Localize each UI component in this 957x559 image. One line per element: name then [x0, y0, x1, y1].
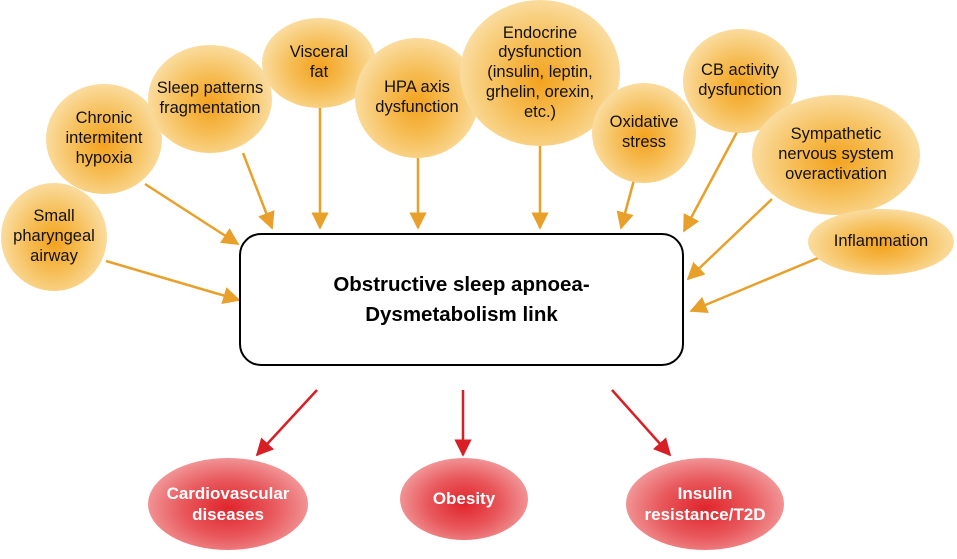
outcome-obesity: Obesity: [400, 458, 528, 540]
factor-inflammation: Inflammation: [808, 209, 954, 275]
factor-endocrine-dysfunction: Endocrine dysfunction (insulin, leptin, …: [460, 0, 620, 146]
outcome-label: Obesity: [432, 489, 496, 509]
arrow-cb-activity-dysfunction: [682, 131, 739, 233]
arrow-sleep-patterns-fragmentation: [241, 152, 275, 230]
factor-label: Oxidative stress: [609, 113, 679, 151]
factor-label: Sympathetic nervous system overactivatio…: [778, 125, 894, 183]
factor-label: CB activity dysfunction: [698, 61, 782, 99]
factor-oxidative-stress: Oxidative stress: [592, 83, 696, 183]
factor-small-pharyngeal-airway: Small pharyngeal airway: [1, 183, 107, 291]
central-concept-box: Obstructive sleep apnoea- Dysmetabolism …: [239, 233, 684, 366]
arrow-chronic-intermittent-hypoxia: [144, 182, 240, 246]
factor-label: Sleep patterns fragmentation: [156, 79, 264, 117]
arrow-cardiovascular-diseases: [255, 389, 318, 457]
factor-label: Visceral fat: [289, 43, 349, 81]
factor-label: Chronic intermitent hypoxia: [65, 109, 143, 167]
central-concept-label: Obstructive sleep apnoea- Dysmetabolism …: [333, 272, 590, 326]
arrow-insulin-resistance-t2d: [611, 389, 672, 457]
factor-label: Inflammation: [833, 232, 929, 251]
arrow-small-pharyngeal-airway: [105, 259, 241, 304]
outcome-label: Insulin resistance/T2D: [644, 483, 766, 524]
arrow-oxidative-stress: [616, 179, 636, 230]
factor-sleep-patterns-fragmentation: Sleep patterns fragmentation: [148, 45, 272, 153]
factor-label: HPA axis dysfunction: [375, 78, 459, 116]
outcome-insulin-resistance-t2d: Insulin resistance/T2D: [626, 458, 784, 550]
factor-sympathetic-overactivation: Sympathetic nervous system overactivatio…: [752, 95, 920, 215]
arrow-sympathetic-overactivation: [686, 198, 773, 281]
outcome-label: Cardiovascular diseases: [166, 483, 290, 524]
factor-label: Endocrine dysfunction (insulin, leptin, …: [485, 23, 595, 121]
factor-chronic-intermittent-hypoxia: Chronic intermitent hypoxia: [46, 84, 162, 194]
arrow-inflammation: [689, 256, 819, 314]
factor-label: Small pharyngeal airway: [13, 207, 95, 265]
factor-hpa-axis-dysfunction: HPA axis dysfunction: [355, 38, 479, 158]
outcome-cardiovascular-diseases: Cardiovascular diseases: [148, 458, 308, 550]
